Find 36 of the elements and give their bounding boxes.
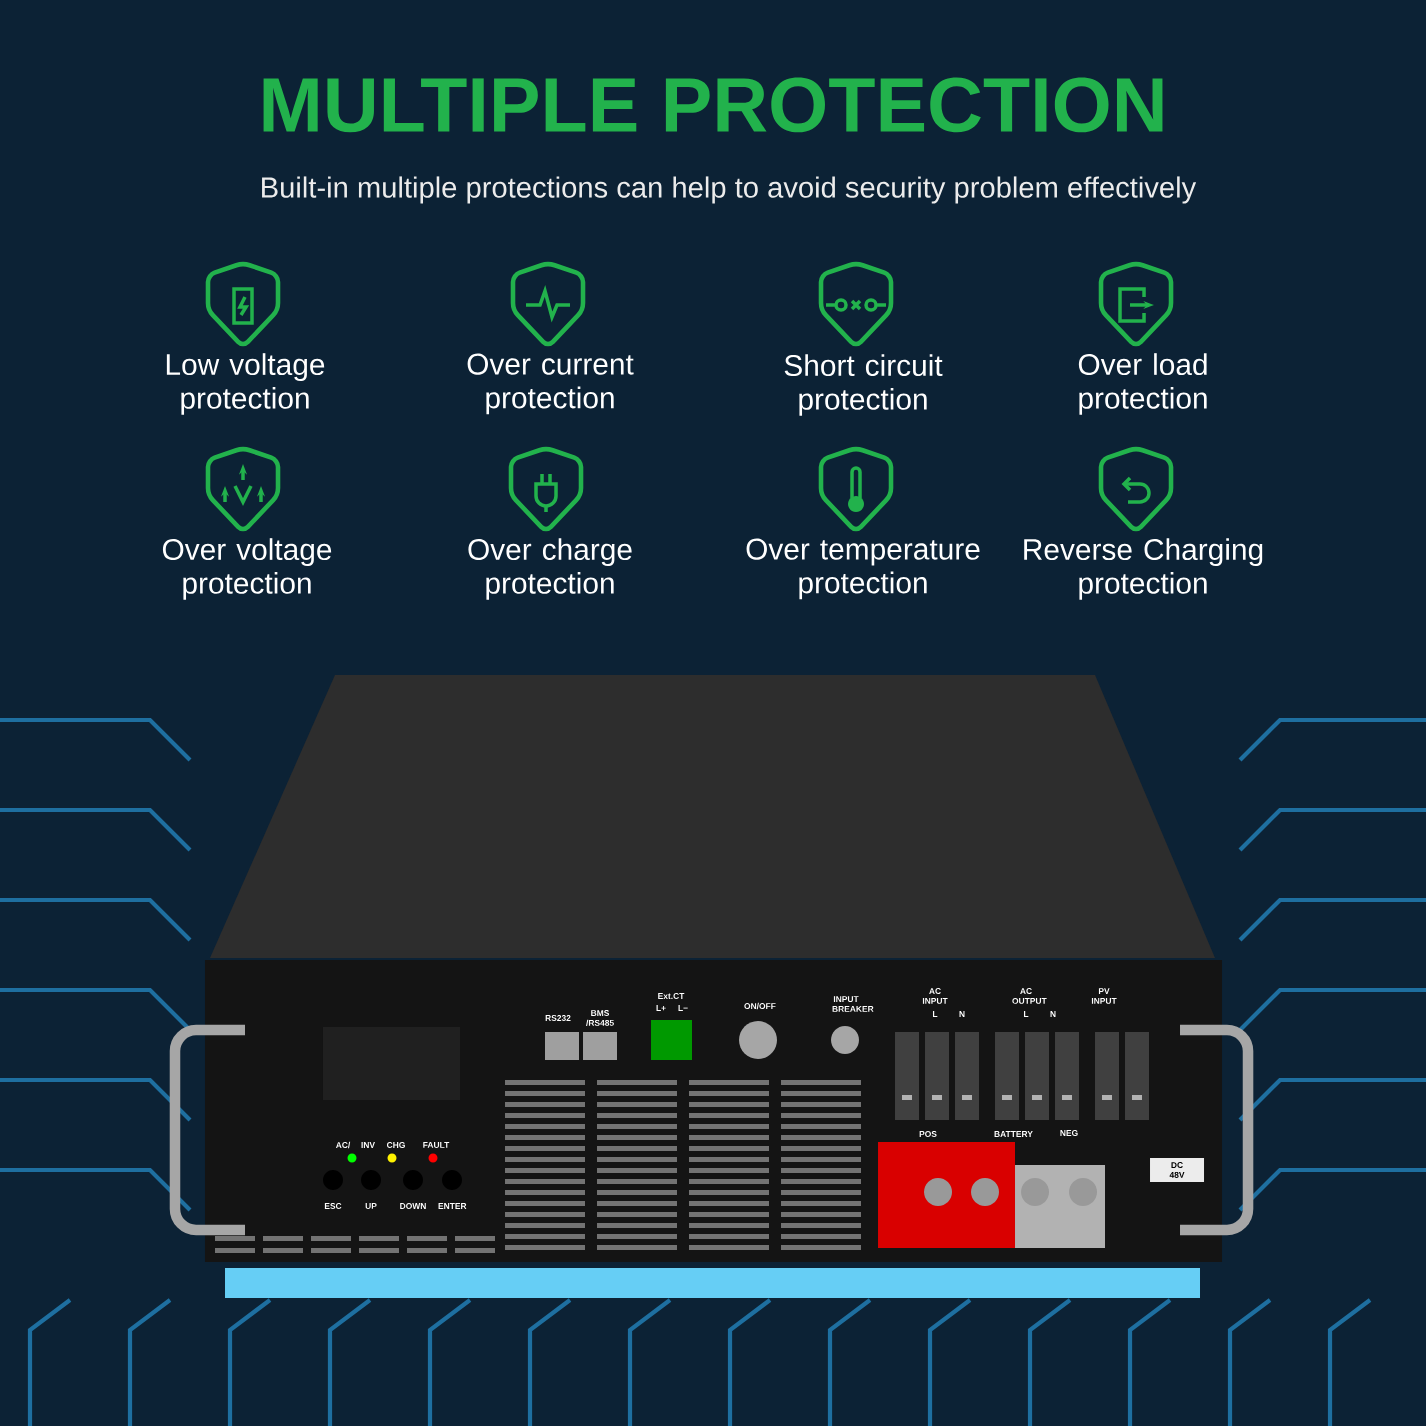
protection-label: Low voltage protection xyxy=(166,353,325,415)
protection-label: Reverse Charging protection xyxy=(1024,538,1263,600)
panel-label: RS232 xyxy=(545,1015,571,1021)
panel-label: L xyxy=(1024,1011,1029,1017)
panel-label: N xyxy=(959,1011,965,1017)
panel-label: AC INPUT xyxy=(922,988,948,1004)
title: MULTIPLE PROTECTION xyxy=(263,77,1163,133)
panel-label: AC/ xyxy=(335,1141,351,1149)
panel-label: BMS /RS485 xyxy=(586,1010,614,1026)
panel-label: ESC xyxy=(324,1203,342,1209)
protection-label: Over current protection xyxy=(467,353,634,415)
panel-label: N xyxy=(1050,1011,1056,1017)
panel-label: NEG xyxy=(1060,1130,1078,1136)
panel-label: AC OUTPUT xyxy=(1012,988,1047,1004)
protection-label: Short circuit protection xyxy=(784,354,943,416)
panel-label: PV INPUT xyxy=(1091,988,1117,1004)
panel-label: UP xyxy=(365,1203,377,1209)
panel-label: INV xyxy=(361,1142,375,1148)
panel-label: DC 48V xyxy=(1169,1162,1185,1178)
panel-label: DOWN xyxy=(400,1203,426,1209)
panel-label: ON/OFF xyxy=(744,1002,776,1010)
protection-label: Over charge protection xyxy=(468,538,632,600)
protection-label: Over voltage protection xyxy=(162,538,332,600)
panel-label: L− xyxy=(678,1005,688,1011)
panel-label: POS xyxy=(919,1131,937,1137)
panel-label: L+ xyxy=(656,1005,666,1011)
protection-label: Over load protection xyxy=(1078,353,1207,415)
panel-label: CHG xyxy=(386,1142,405,1148)
panel-label: ENTER xyxy=(438,1203,467,1209)
panel-label: INPUT BREAKER xyxy=(832,996,874,1012)
panel-label: Ext.CT xyxy=(658,993,685,999)
panel-label: L xyxy=(933,1011,938,1017)
subtitle: Built-in multiple protections can help to avoid security problem effectively xyxy=(262,176,1197,204)
panel-label: FAULT xyxy=(423,1142,450,1148)
protection-label: Over temperature protection xyxy=(746,538,980,600)
panel-label: BATTERY xyxy=(994,1131,1033,1137)
